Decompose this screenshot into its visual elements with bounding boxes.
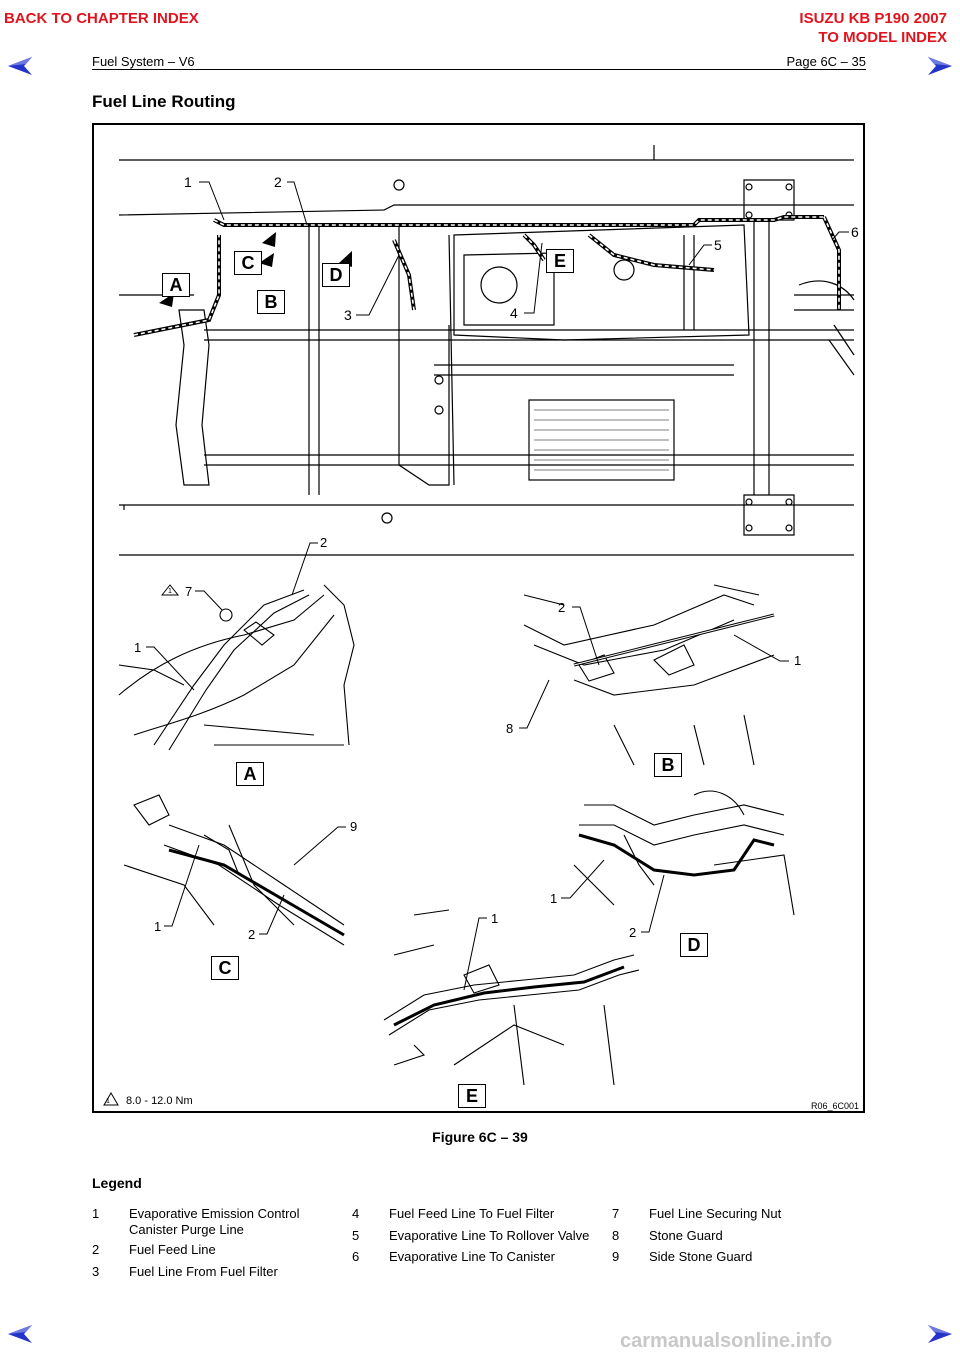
main-callout-2: 2 (274, 174, 282, 190)
main-callout-6: 6 (851, 224, 859, 240)
legend-item: 6 Evaporative Line To Canister (352, 1249, 602, 1265)
main-view-label-c: C (234, 251, 262, 275)
main-callout-1: 1 (184, 174, 192, 190)
detail-a-callout-7: 7 (185, 584, 192, 599)
legend-item-text: Evaporative Line To Canister (389, 1249, 555, 1264)
torque-triangle-icon (160, 584, 180, 596)
detail-e-callout-1: 1 (491, 911, 498, 926)
next-page-arrow-icon[interactable] (926, 1323, 954, 1345)
figure-drawing: 1 2 3 4 5 6 2 7 (103, 145, 859, 1111)
legend-item-text: Fuel Feed Line (129, 1242, 216, 1257)
legend-item: 4 Fuel Feed Line To Fuel Filter (352, 1206, 602, 1222)
legend-item-number: 3 (92, 1264, 100, 1279)
detail-label-a: A (236, 762, 264, 786)
page-number: Page 6C – 35 (786, 54, 866, 69)
main-callout-4: 4 (510, 305, 518, 321)
fuel-line-routing-figure: 1 2 3 4 5 6 2 7 (92, 123, 865, 1113)
torque-note: 8.0 - 12.0 Nm (126, 1095, 193, 1107)
legend-item-number: 8 (612, 1228, 620, 1243)
legend-item-text: Fuel Line From Fuel Filter (129, 1264, 278, 1279)
previous-page-arrow-icon[interactable] (6, 1323, 34, 1345)
detail-label-e: E (458, 1084, 486, 1108)
main-callout-5: 5 (714, 237, 722, 253)
legend-item: 8 Stone Guard (612, 1228, 862, 1244)
legend-item: 7 Fuel Line Securing Nut (612, 1206, 862, 1222)
section-name: Fuel System – V6 (92, 54, 195, 69)
legend-item-text: Evaporative Emission Control Canister Pu… (129, 1206, 300, 1237)
detail-b-callout-2: 2 (558, 600, 565, 615)
main-callout-3: 3 (344, 307, 352, 323)
legend-item-number: 6 (352, 1249, 360, 1264)
legend-title: Legend (92, 1175, 142, 1191)
detail-d-callout-2: 2 (629, 925, 636, 940)
detail-d-callout-1: 1 (550, 891, 557, 906)
legend-item-text: Evaporative Line To Rollover Valve (389, 1228, 590, 1243)
figure-caption: Figure 6C – 39 (432, 1129, 528, 1145)
main-view-label-b: B (257, 290, 285, 314)
legend-item: 5 Evaporative Line To Rollover Valve (352, 1228, 602, 1244)
detail-label-c: C (211, 956, 239, 980)
legend-item-number: 7 (612, 1206, 620, 1221)
legend-item-number: 1 (92, 1206, 100, 1221)
detail-a-callout-1: 1 (134, 640, 141, 655)
detail-a-torque-marker: 1 (168, 588, 172, 595)
detail-label-b: B (654, 753, 682, 777)
detail-b-callout-1: 1 (794, 653, 801, 668)
previous-page-arrow-icon[interactable] (6, 55, 34, 77)
detail-c-callout-9: 9 (350, 819, 357, 834)
detail-label-d: D (680, 933, 708, 957)
legend-item-text: Stone Guard (649, 1228, 723, 1243)
legend-item: 9 Side Stone Guard (612, 1249, 862, 1265)
detail-a-callout-2: 2 (320, 535, 327, 550)
legend-item-number: 9 (612, 1249, 620, 1264)
detail-c-callout-1: 1 (154, 919, 161, 934)
next-page-arrow-icon[interactable] (926, 55, 954, 77)
model-title-link[interactable]: ISUZU KB P190 2007 (799, 10, 947, 27)
detail-b-callout-8: 8 (506, 721, 513, 736)
legend-item-text: Fuel Feed Line To Fuel Filter (389, 1206, 555, 1221)
legend-item-text: Side Stone Guard (649, 1249, 753, 1264)
figure-code: R06_6C001 (811, 1101, 859, 1111)
main-view-label-e: E (546, 249, 574, 273)
main-view-label-a: A (162, 273, 190, 297)
header-rule (92, 69, 866, 70)
legend-item: 3 Fuel Line From Fuel Filter (92, 1264, 332, 1280)
detail-c-callout-2: 2 (248, 927, 255, 942)
back-to-chapter-index-link[interactable]: BACK TO CHAPTER INDEX (4, 10, 199, 27)
main-view-label-d: D (322, 263, 350, 287)
legend-item-text: Fuel Line Securing Nut (649, 1206, 782, 1221)
legend-item: 1 Evaporative Emission Control Canister … (92, 1206, 332, 1238)
legend-item-number: 2 (92, 1242, 100, 1257)
legend-item-number: 4 (352, 1206, 360, 1221)
legend-item: 2 Fuel Feed Line (92, 1242, 332, 1258)
to-model-index-link[interactable]: TO MODEL INDEX (818, 29, 947, 46)
legend-item-number: 5 (352, 1228, 360, 1243)
page-title: Fuel Line Routing (92, 92, 236, 111)
torque-note-triangle-icon (103, 1092, 119, 1106)
torque-marker: 1 (106, 1098, 110, 1105)
watermark: carmanualsonline.info (620, 1330, 833, 1352)
